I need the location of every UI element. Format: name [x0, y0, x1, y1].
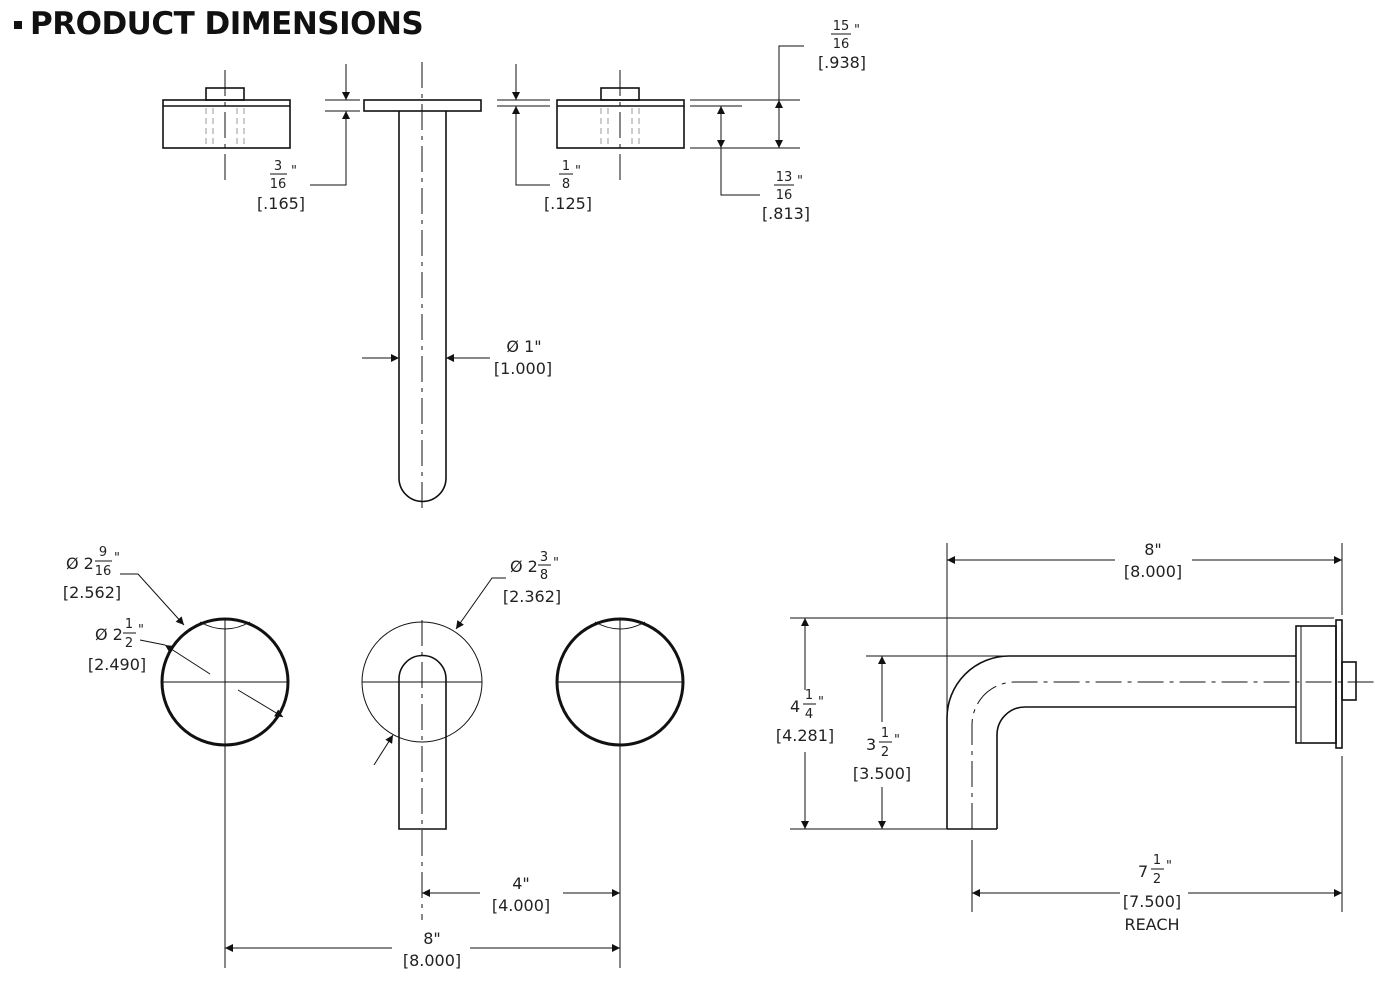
plate-thickness-den: 16 — [270, 177, 287, 192]
dim-handle-plate-outer: Ø 2 9 16 " [2.562] — [63, 545, 185, 626]
front-view-right-handle — [555, 617, 685, 968]
dim-side-length: 8" [8.000] — [946, 540, 1343, 720]
dim-spout-plate: Ø 2 3 8 " [2.362] — [373, 550, 561, 766]
plate-thickness-unit: " — [291, 164, 297, 179]
plate-thickness-num: 3 — [274, 159, 282, 174]
spout-height-unit: " — [894, 733, 900, 748]
reach-den: 2 — [1153, 872, 1161, 887]
handle-plate-outer-den: 16 — [95, 564, 112, 579]
spout-plate-prefix: Ø 2 — [510, 557, 538, 576]
reach-prefix: 7 — [1138, 862, 1148, 881]
dim-plate-thickness: 3 16 " [.165] — [257, 64, 360, 213]
spout-height-decimal: [3.500] — [853, 764, 911, 783]
reach-caption: REACH — [1124, 915, 1179, 934]
handle-plate-inner-unit: " — [138, 623, 144, 638]
handle-plate-inner-den: 2 — [125, 636, 133, 651]
handle-plate-outer-decimal: [2.562] — [63, 583, 121, 602]
handle-spread-decimal: [8.000] — [403, 951, 461, 970]
side-height-den: 4 — [805, 707, 813, 722]
dim-flange-thickness: 1 8 " [.125] — [497, 64, 592, 213]
flange-thickness-unit: " — [575, 164, 581, 179]
spout-diameter-decimal: [1.000] — [494, 359, 552, 378]
reach-unit: " — [1166, 859, 1172, 874]
total-depth-unit: " — [854, 23, 860, 38]
spout-to-handle-label: 4" — [512, 874, 530, 893]
front-view-left-handle — [160, 617, 290, 968]
handle-depth-den: 16 — [776, 188, 793, 203]
side-view-spout — [946, 619, 1375, 830]
total-depth-den: 16 — [833, 37, 850, 52]
top-view-spout — [363, 62, 482, 508]
handle-plate-outer-unit: " — [114, 551, 120, 566]
reach-num: 1 — [1153, 853, 1161, 868]
spout-height-prefix: 3 — [866, 735, 876, 754]
top-view-left-handle — [162, 70, 291, 185]
handle-plate-outer-prefix: Ø 2 — [66, 554, 94, 573]
handle-spread-label: 8" — [423, 929, 441, 948]
dim-spout-diameter: Ø 1" [1.000] — [362, 337, 552, 378]
handle-depth-decimal: [.813] — [762, 204, 810, 223]
spout-plate-num: 3 — [540, 550, 548, 565]
spout-height-num: 1 — [881, 726, 889, 741]
spout-diameter-label: Ø 1" — [506, 337, 541, 356]
spout-to-handle-decimal: [4.000] — [492, 896, 550, 915]
top-view-right-handle — [556, 70, 685, 185]
flange-thickness-decimal: [.125] — [544, 194, 592, 213]
dim-spout-to-handle: 4" [4.000] — [422, 874, 620, 915]
reach-decimal: [7.500] — [1123, 892, 1181, 911]
dim-handle-spread: 8" [8.000] — [225, 929, 620, 970]
side-length-label: 8" — [1144, 540, 1162, 559]
handle-depth-unit: " — [797, 174, 803, 189]
spout-height-den: 2 — [881, 745, 889, 760]
handle-plate-inner-num: 1 — [125, 617, 133, 632]
total-depth-num: 15 — [833, 19, 850, 34]
page-title: PRODUCT DIMENSIONS — [30, 6, 424, 42]
flange-thickness-num: 1 — [562, 159, 570, 174]
spout-plate-unit: " — [553, 556, 559, 571]
spout-plate-decimal: [2.362] — [503, 587, 561, 606]
front-view-spout — [361, 620, 483, 920]
side-height-unit: " — [818, 695, 824, 710]
dim-handle-depth: 13 16 " [.813] — [690, 99, 810, 223]
handle-plate-inner-decimal: [2.490] — [88, 655, 146, 674]
plate-thickness-decimal: [.165] — [257, 194, 305, 213]
dim-reach: 7 1 2 " [7.500] REACH — [971, 756, 1343, 934]
page-header: PRODUCT DIMENSIONS — [14, 4, 424, 44]
side-height-decimal: [4.281] — [776, 726, 834, 745]
side-height-num: 1 — [805, 688, 813, 703]
side-height-prefix: 4 — [790, 697, 800, 716]
handle-plate-inner-prefix: Ø 2 — [95, 625, 123, 644]
side-length-decimal: [8.000] — [1124, 562, 1182, 581]
dim-side-height: 4 1 4 " [4.281] — [776, 617, 1334, 830]
dim-spout-height: 3 1 2 " [3.500] — [853, 655, 1010, 829]
total-depth-decimal: [.938] — [818, 53, 866, 72]
flange-thickness-den: 8 — [562, 177, 570, 192]
header-bullet-icon — [14, 21, 22, 29]
spout-plate-den: 8 — [540, 568, 548, 583]
handle-plate-outer-num: 9 — [99, 545, 107, 560]
dim-total-depth: 15 16 " [.938] — [775, 19, 866, 148]
handle-depth-num: 13 — [776, 170, 793, 185]
dim-handle-plate-inner: Ø 2 1 2 " [2.490] — [88, 617, 284, 718]
